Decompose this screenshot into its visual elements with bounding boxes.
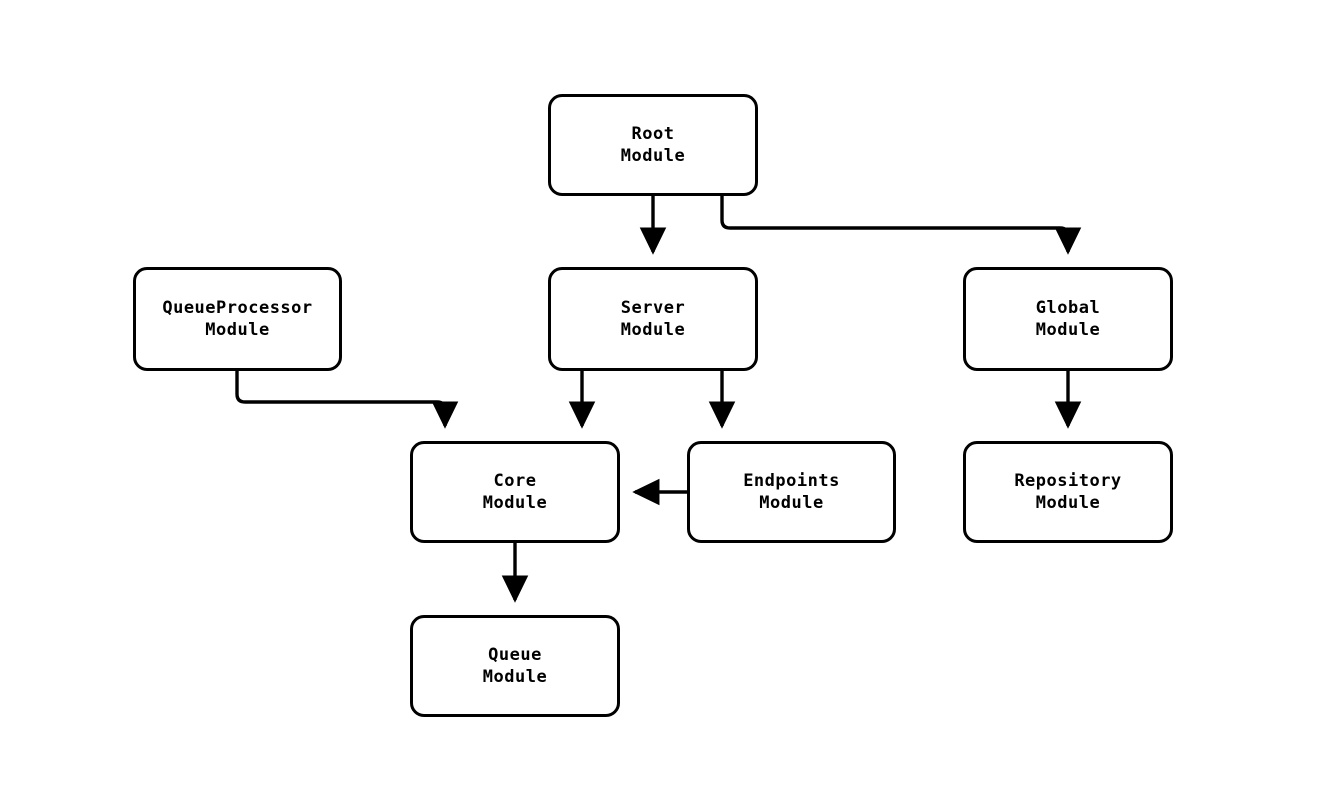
- node-endpoints-module-line2: Module: [759, 493, 824, 513]
- node-server-module[interactable]: Server Module: [548, 267, 758, 371]
- node-queueprocessor-module-line2: Module: [205, 320, 270, 340]
- node-queue-module-line2: Module: [482, 667, 548, 687]
- node-endpoints-module[interactable]: Endpoints Module: [687, 441, 896, 543]
- node-core-module-line1: Core: [493, 471, 537, 491]
- node-root-module[interactable]: Root Module: [548, 94, 758, 196]
- node-root-module-line2: Module: [620, 146, 686, 166]
- node-queue-module-line1: Queue: [488, 645, 542, 665]
- node-queueprocessor-module-line1: QueueProcessor: [162, 298, 313, 318]
- node-repository-module[interactable]: Repository Module: [963, 441, 1173, 543]
- node-server-module-line1: Server: [620, 298, 686, 318]
- edge-queueprocessor-to-core: [235, 371, 459, 429]
- node-core-module[interactable]: Core Module: [410, 441, 620, 543]
- node-global-module-line2: Module: [1035, 320, 1101, 340]
- node-core-module-line2: Module: [482, 493, 548, 513]
- edge-root-to-global: [720, 196, 1082, 255]
- node-endpoints-module-line1: Endpoints: [743, 471, 840, 491]
- node-global-module[interactable]: Global Module: [963, 267, 1173, 371]
- node-server-module-line2: Module: [620, 320, 686, 340]
- node-queueprocessor-module[interactable]: QueueProcessor Module: [133, 267, 342, 371]
- node-queue-module[interactable]: Queue Module: [410, 615, 620, 717]
- node-repository-module-line2: Module: [1035, 493, 1101, 513]
- node-global-module-line1: Global: [1035, 298, 1101, 318]
- node-root-module-line1: Root: [631, 124, 675, 144]
- node-repository-module-line1: Repository: [1014, 471, 1122, 491]
